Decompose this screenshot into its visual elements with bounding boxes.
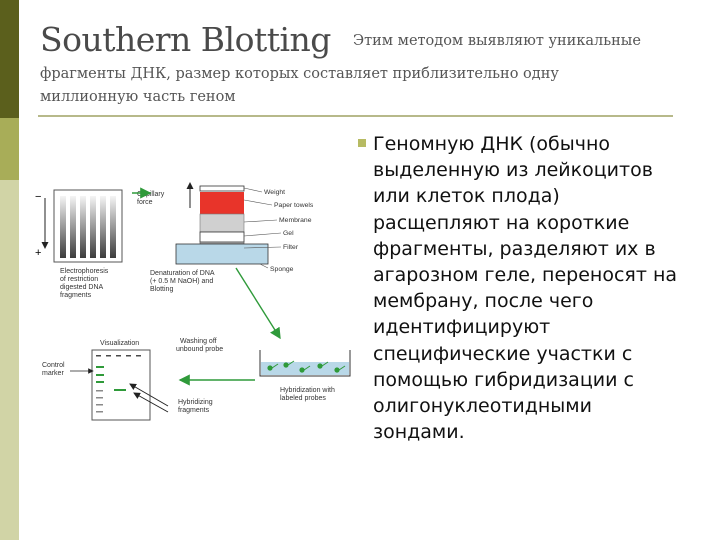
stack-label-membrane: Membrane	[279, 217, 312, 224]
hybridizing-fragments-caption: Hybridizing fragments	[178, 399, 215, 414]
hybridization-tray	[259, 350, 351, 377]
body-text: Геномную ДНК (обычно выделенную из лейко…	[373, 133, 678, 444]
hybridizing-pointer-1	[129, 383, 169, 407]
slide-subtitle-part-1: Этим методом выявляют уникальные	[353, 33, 641, 49]
gel-minus-sign: −	[35, 191, 41, 203]
stack-label-filter: Filter	[283, 244, 299, 251]
denaturation-caption: Denaturation of DNA (+ 0.5 M NaOH) and B…	[150, 270, 216, 293]
slide-subtitle-part-3: миллионную часть геном	[40, 89, 236, 105]
hybridization-solution	[261, 362, 349, 375]
stack-label-gel: Gel	[283, 230, 294, 237]
membrane-sheet	[91, 349, 151, 421]
visualization-label: Visualization	[100, 340, 139, 347]
gel-lane-3	[80, 196, 86, 258]
stack-label-weight: Weight	[264, 189, 285, 196]
gel-plus-sign: +	[35, 247, 41, 259]
side-bar-dark	[0, 0, 19, 118]
gel-lane-1	[60, 196, 66, 258]
southern-blot-diagram: − + Electrophoresis of restriction diges…	[35, 182, 351, 421]
slide-title: Southern Blotting	[40, 20, 331, 59]
gel-lane-5	[100, 196, 106, 258]
gel-layer	[199, 231, 245, 243]
membrane-layer	[199, 213, 245, 233]
side-bar-light	[0, 180, 19, 540]
gel-caption: Electrophoresis of restriction digested …	[60, 268, 110, 299]
visualization-panel: Visualization Control marker	[42, 340, 215, 421]
marker-bands	[96, 366, 126, 391]
slide-subtitle-part-2: фрагменты ДНК, размер которых составляет…	[40, 66, 559, 82]
arrow-blot-to-hybridization	[235, 267, 281, 340]
gel-lane-4	[90, 196, 96, 258]
paper-towels	[200, 192, 244, 214]
stack-label-paper-towels: Paper towels	[274, 202, 314, 209]
gel-lane-2	[70, 196, 76, 258]
gel-lane-6	[110, 196, 116, 258]
blot-stack-panel: Capillary force Weight Paper towels Memb…	[137, 182, 314, 293]
weight-block	[199, 185, 245, 192]
gel-panel: − + Electrophoresis of restriction diges…	[35, 189, 123, 299]
bullet-square-icon	[358, 139, 366, 147]
hybridization-caption: Hybridization with labeled probes	[280, 387, 337, 402]
buffer-tray	[175, 243, 269, 265]
stack-label-sponge: Sponge	[270, 266, 294, 273]
washing-caption: Washing off unbound probe	[176, 338, 223, 353]
side-bar-mid	[0, 118, 19, 180]
title-divider	[38, 115, 673, 117]
hybridization-panel: Hybridization with labeled probes	[259, 350, 351, 402]
control-marker-label: Control marker	[42, 362, 67, 377]
hybridizing-pointer-2	[133, 392, 169, 413]
